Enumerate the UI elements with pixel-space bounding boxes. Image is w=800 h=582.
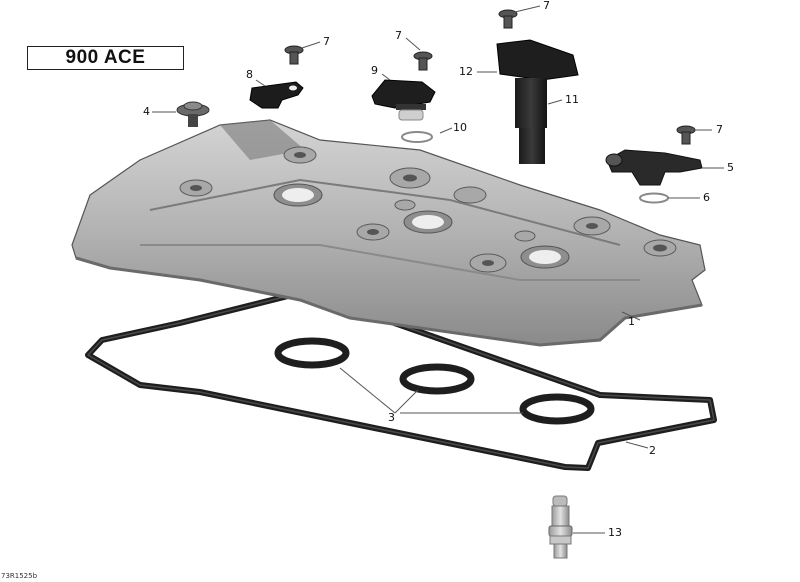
sensor-part-9: [371, 79, 436, 121]
callout-1: 1: [628, 315, 635, 328]
valve-cover-part-1: [71, 119, 706, 347]
callout-10: 10: [453, 121, 467, 134]
callout-8: 8: [246, 68, 253, 81]
callout-5: 5: [727, 161, 734, 174]
reference-code: 73R1525b: [1, 572, 38, 580]
spark-plug-part-13: [548, 495, 573, 559]
callout-3: 3: [388, 411, 395, 424]
callout-7a: 7: [323, 35, 330, 48]
callout-11: 11: [565, 93, 579, 106]
gasket-part-2: [85, 290, 717, 471]
callout-7d: 7: [716, 123, 723, 136]
callout-12: 12: [459, 65, 473, 78]
model-title: 900 ACE: [27, 46, 184, 70]
o-ring-part-10: [401, 131, 433, 143]
callout-6: 6: [703, 191, 710, 204]
callout-2: 2: [649, 444, 656, 457]
callout-4: 4: [143, 105, 150, 118]
leader-lines: [152, 5, 724, 534]
breather-fitting-part-5: [605, 149, 703, 186]
o-ring-part-6: [639, 192, 669, 204]
plug-tube-openings: [273, 183, 570, 269]
screw-part-7: [284, 9, 696, 145]
bolt-part-4: [176, 101, 210, 127]
ignition-coil-parts-11-12: [496, 39, 579, 164]
plug-tube-seals-part-3: [274, 337, 595, 425]
callout-7c: 7: [543, 0, 550, 12]
callout-13: 13: [608, 526, 622, 539]
callout-9: 9: [371, 64, 378, 77]
callout-7b: 7: [395, 29, 402, 42]
bracket-part-8: [249, 81, 304, 109]
